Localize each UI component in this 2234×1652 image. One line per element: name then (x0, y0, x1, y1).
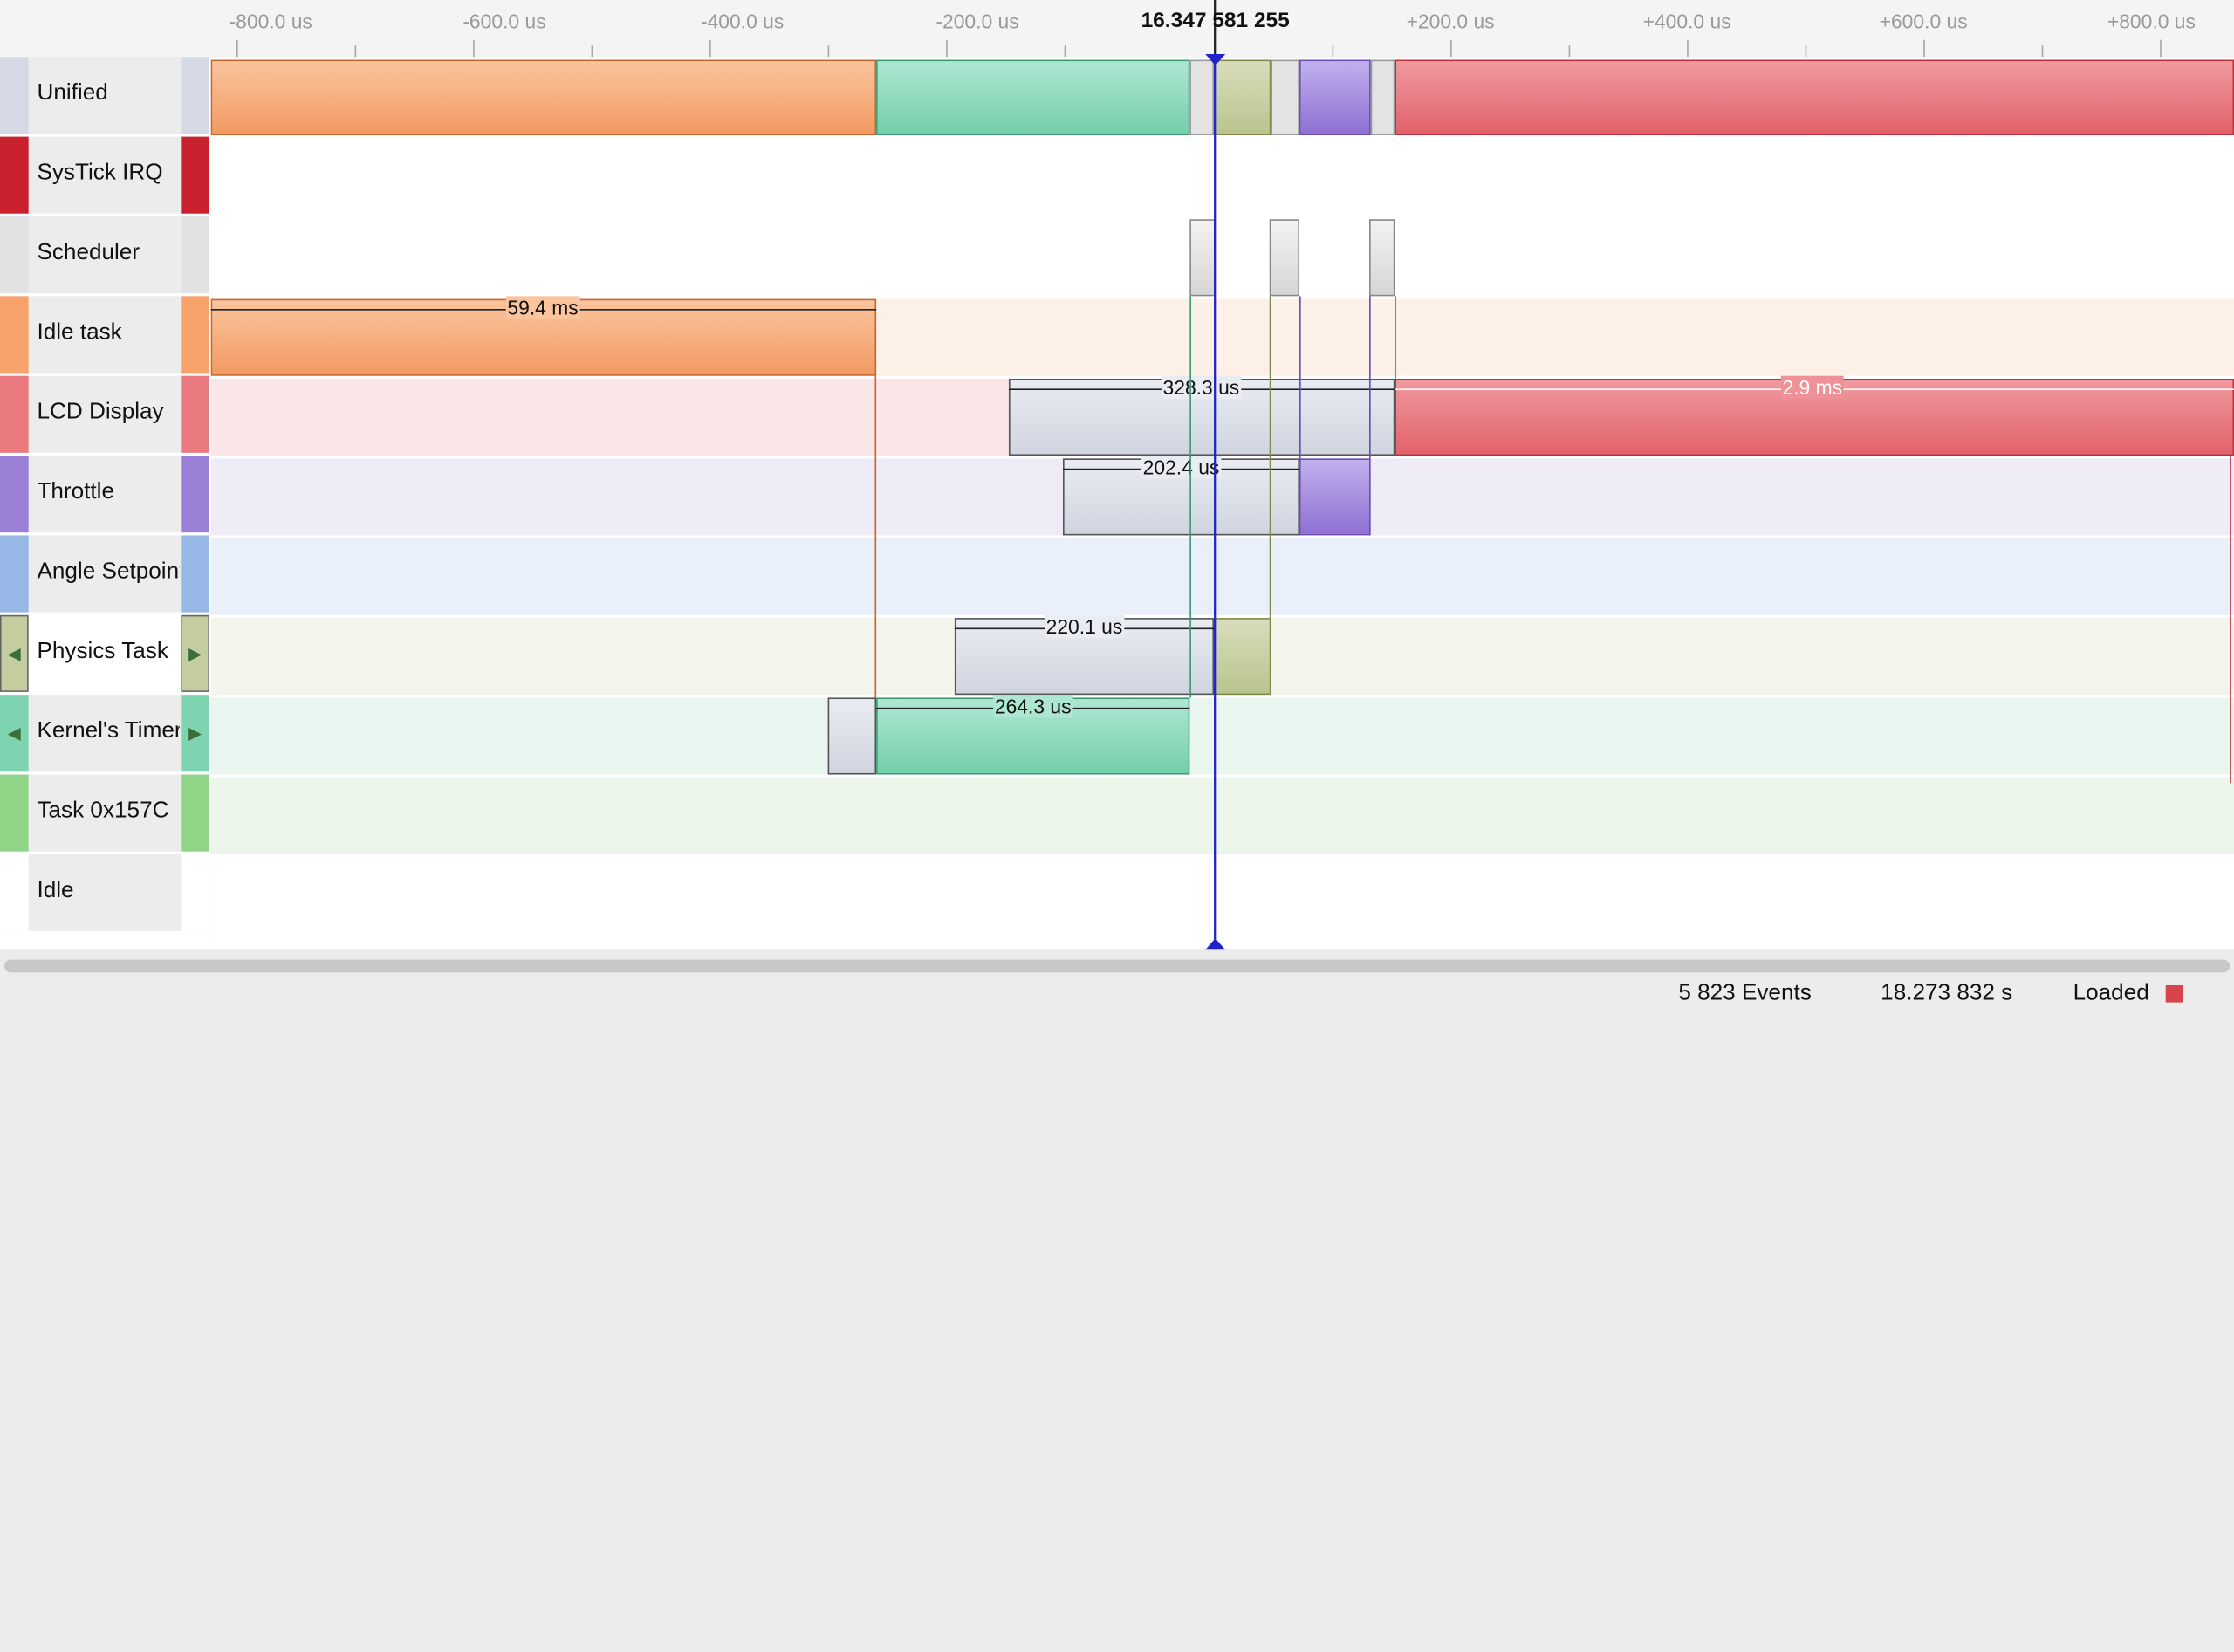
row-color-cap (0, 774, 29, 852)
arrow-left-icon[interactable]: ◀ (0, 695, 29, 772)
lane-angle-setpoint (210, 538, 2234, 615)
row-color-cap (181, 296, 210, 374)
timeline-canvas[interactable]: 59.4 ms 328.3 us 2.9 ms 202.4 us 220.1 u… (210, 57, 2234, 950)
event-count: 5 823 Events (1678, 981, 1812, 1005)
tick-label: +200.0 us (1406, 10, 1495, 33)
status-bar: 5 823 Events 18.273 832 s Loaded (0, 973, 2234, 1014)
tick-label: +400.0 us (1642, 10, 1731, 33)
transition-line (1395, 296, 1397, 379)
tick-label: -600.0 us (463, 10, 546, 33)
tick-label: -200.0 us (935, 10, 1019, 33)
load-state-indicator-icon (2165, 984, 2183, 1003)
row-label: Kernel's Timer (37, 718, 180, 744)
unified-segment-scheduler[interactable] (1189, 59, 1215, 135)
row-color-cap (181, 57, 210, 134)
row-lcd-display[interactable]: LCD Display (0, 375, 210, 455)
row-color-cap (0, 216, 29, 294)
duration-label: 264.3 us (993, 695, 1073, 718)
row-color-cap (181, 136, 210, 214)
row-label: Unified (37, 80, 108, 106)
row-systick-irq[interactable]: SysTick IRQ (0, 136, 210, 216)
ruler-corner (0, 0, 213, 58)
row-label: Throttle (37, 479, 115, 504)
row-color-cap (0, 375, 29, 453)
transition-line (2230, 456, 2231, 784)
row-label: Idle task (37, 320, 122, 345)
duration-label: 59.4 ms (505, 296, 580, 319)
horizontal-scrollbar[interactable] (3, 959, 2231, 973)
row-color-cap (0, 535, 29, 613)
duration-label: 328.3 us (1161, 375, 1241, 399)
transition-line (874, 375, 877, 698)
row-label: LCD Display (37, 400, 164, 425)
transition-line (1369, 296, 1371, 459)
transition-line (1189, 296, 1191, 698)
row-label: Physics Task (37, 639, 168, 664)
arrow-right-icon[interactable]: ▶ (181, 695, 210, 772)
unified-segment-throttle[interactable] (1299, 59, 1371, 135)
time-ruler[interactable]: -800.0 us -600.0 us -400.0 us -200.0 us … (210, 0, 2234, 58)
trace-duration: 18.273 832 s (1881, 981, 2013, 1005)
throttle-running-block[interactable] (1299, 458, 1371, 536)
physics-running-block[interactable] (1214, 618, 1271, 696)
lane-task-0x157c (210, 777, 2234, 854)
time-cursor[interactable] (1214, 57, 1217, 950)
row-color-cap (0, 296, 29, 374)
row-throttle[interactable]: Throttle (0, 456, 210, 534)
cursor-time-label: 16.347 581 255 (1141, 8, 1290, 33)
duration-label: 2.9 ms (1780, 375, 1844, 399)
arrow-left-icon[interactable]: ◀ (0, 614, 29, 692)
unified-segment-scheduler[interactable] (1370, 59, 1395, 135)
tick-label: +800.0 us (2107, 10, 2196, 33)
row-color-cap (0, 456, 29, 533)
row-color-cap (181, 535, 210, 613)
arrow-right-icon[interactable]: ▶ (181, 614, 210, 692)
row-label: SysTick IRQ (37, 161, 163, 186)
row-angle-setpoint[interactable]: Angle Setpoint (0, 535, 210, 614)
row-color-cap (181, 216, 210, 294)
unified-segment-scheduler[interactable] (1271, 59, 1300, 135)
row-color-cap (181, 774, 210, 852)
transition-line (1299, 296, 1301, 459)
cursor-bottom-marker-icon[interactable] (1205, 938, 1226, 950)
row-scheduler[interactable]: Scheduler (0, 216, 210, 295)
unified-segment-idle[interactable] (210, 59, 877, 135)
lane-kernels-timer (210, 697, 2234, 775)
tick-label: -400.0 us (700, 10, 785, 33)
row-color-cap (0, 136, 29, 214)
row-color-cap (0, 57, 29, 134)
tick-label: +600.0 us (1879, 10, 1968, 33)
row-task-0x157c[interactable]: Task 0x157C (0, 774, 210, 853)
duration-label: 220.1 us (1044, 614, 1124, 638)
scheduler-event[interactable] (1369, 219, 1395, 297)
scheduler-event[interactable] (1189, 219, 1216, 297)
unified-segment-lcd[interactable] (1395, 59, 2234, 135)
row-idle-task[interactable]: Idle task (0, 296, 210, 375)
row-label: Scheduler (37, 240, 140, 265)
row-color-cap (181, 375, 210, 453)
row-unified[interactable]: Unified (0, 57, 210, 135)
transition-line (1269, 296, 1271, 619)
scheduler-event[interactable] (1269, 219, 1300, 297)
kernel-waiting-block[interactable] (827, 697, 877, 775)
unified-segment-physics[interactable] (1214, 59, 1271, 135)
row-color-cap (181, 853, 210, 932)
row-headers: Unified SysTick IRQ Scheduler Idle task … (0, 57, 213, 950)
unified-segment-kernel[interactable] (876, 59, 1190, 135)
duration-label: 202.4 us (1141, 456, 1221, 479)
load-state: Loaded (2073, 981, 2149, 1005)
cursor-top-marker-icon[interactable] (1205, 53, 1226, 66)
row-color-cap (181, 456, 210, 533)
tick-label: -800.0 us (229, 10, 312, 33)
row-kernels-timer[interactable]: ◀ Kernel's Timer ▶ (0, 695, 210, 773)
row-label: Angle Setpoint (37, 559, 180, 584)
row-label: Task 0x157C (37, 799, 169, 824)
row-physics-task[interactable]: ◀ Physics Task ▶ (0, 614, 210, 694)
row-label: Idle (37, 878, 74, 903)
row-idle[interactable]: Idle (0, 853, 210, 933)
row-color-cap (0, 853, 29, 932)
